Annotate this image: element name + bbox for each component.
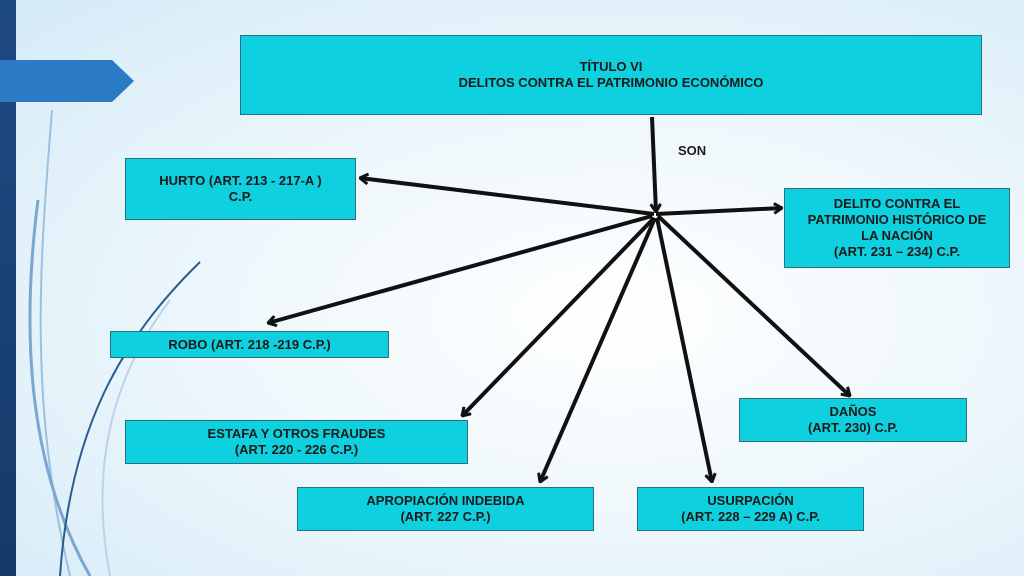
title-node: TÍTULO VI DELITOS CONTRA EL PATRIMONIO E… (240, 35, 982, 115)
hurto-line-1: HURTO (ART. 213 - 217-A ) (159, 173, 322, 188)
node-robo: ROBO (ART. 218 -219 C.P.) (110, 331, 389, 358)
patrimonio-line-1: DELITO CONTRA EL (833, 196, 961, 211)
danos-line-1: DAÑOS (829, 404, 877, 419)
left-accent-bar (0, 0, 16, 576)
left-accent-tab (0, 60, 134, 102)
apropiacion-line-1: APROPIACIÓN INDEBIDA (366, 493, 525, 508)
arrow-hub-to-hurto (360, 178, 655, 216)
usurpacion-line-1: USURPACIÓN (707, 493, 794, 508)
arrow-hub-to-apropiacion (540, 217, 657, 482)
arrow-title-to-hub (652, 116, 656, 212)
title-line-1: TÍTULO VI (579, 59, 643, 74)
node-usurpacion: USURPACIÓN (ART. 228 – 229 A) C.P. (637, 487, 864, 531)
node-patrimonio-historico: DELITO CONTRA EL PATRIMONIO HISTÓRICO DE… (784, 188, 1010, 268)
patrimonio-line-2: PATRIMONIO HISTÓRICO DE (807, 212, 987, 227)
robo-line-1: ROBO (ART. 218 -219 C.P.) (168, 336, 331, 352)
node-hurto: HURTO (ART. 213 - 217-A ) C.P. (125, 158, 356, 220)
estafa-line-2: (ART. 220 - 226 C.P.) (234, 442, 359, 457)
arrow-hub-to-estafa (462, 216, 656, 416)
patrimonio-line-4: (ART. 231 – 234) C.P. (833, 244, 961, 259)
node-estafa: ESTAFA Y OTROS FRAUDES (ART. 220 - 226 C… (125, 420, 468, 464)
node-danos: DAÑOS (ART. 230) C.P. (739, 398, 967, 442)
arrow-hub-to-patrimonio-historico (655, 208, 782, 216)
arrow-hub-to-usurpacion (655, 217, 712, 482)
hurto-line-2: C.P. (228, 189, 253, 204)
danos-line-2: (ART. 230) C.P. (807, 420, 899, 435)
apropiacion-line-2: (ART. 227 C.P.) (400, 509, 491, 524)
title-line-2: DELITOS CONTRA EL PATRIMONIO ECONÓMICO (458, 75, 764, 90)
arrow-hub-to-robo (268, 214, 653, 323)
arrow-hub-to-danos (656, 214, 850, 396)
patrimonio-line-3: LA NACIÓN (861, 228, 933, 243)
node-apropiacion: APROPIACIÓN INDEBIDA (ART. 227 C.P.) (297, 487, 594, 531)
estafa-line-1: ESTAFA Y OTROS FRAUDES (207, 426, 386, 441)
connector-label: SON (678, 143, 707, 158)
usurpacion-line-2: (ART. 228 – 229 A) C.P. (681, 509, 820, 524)
